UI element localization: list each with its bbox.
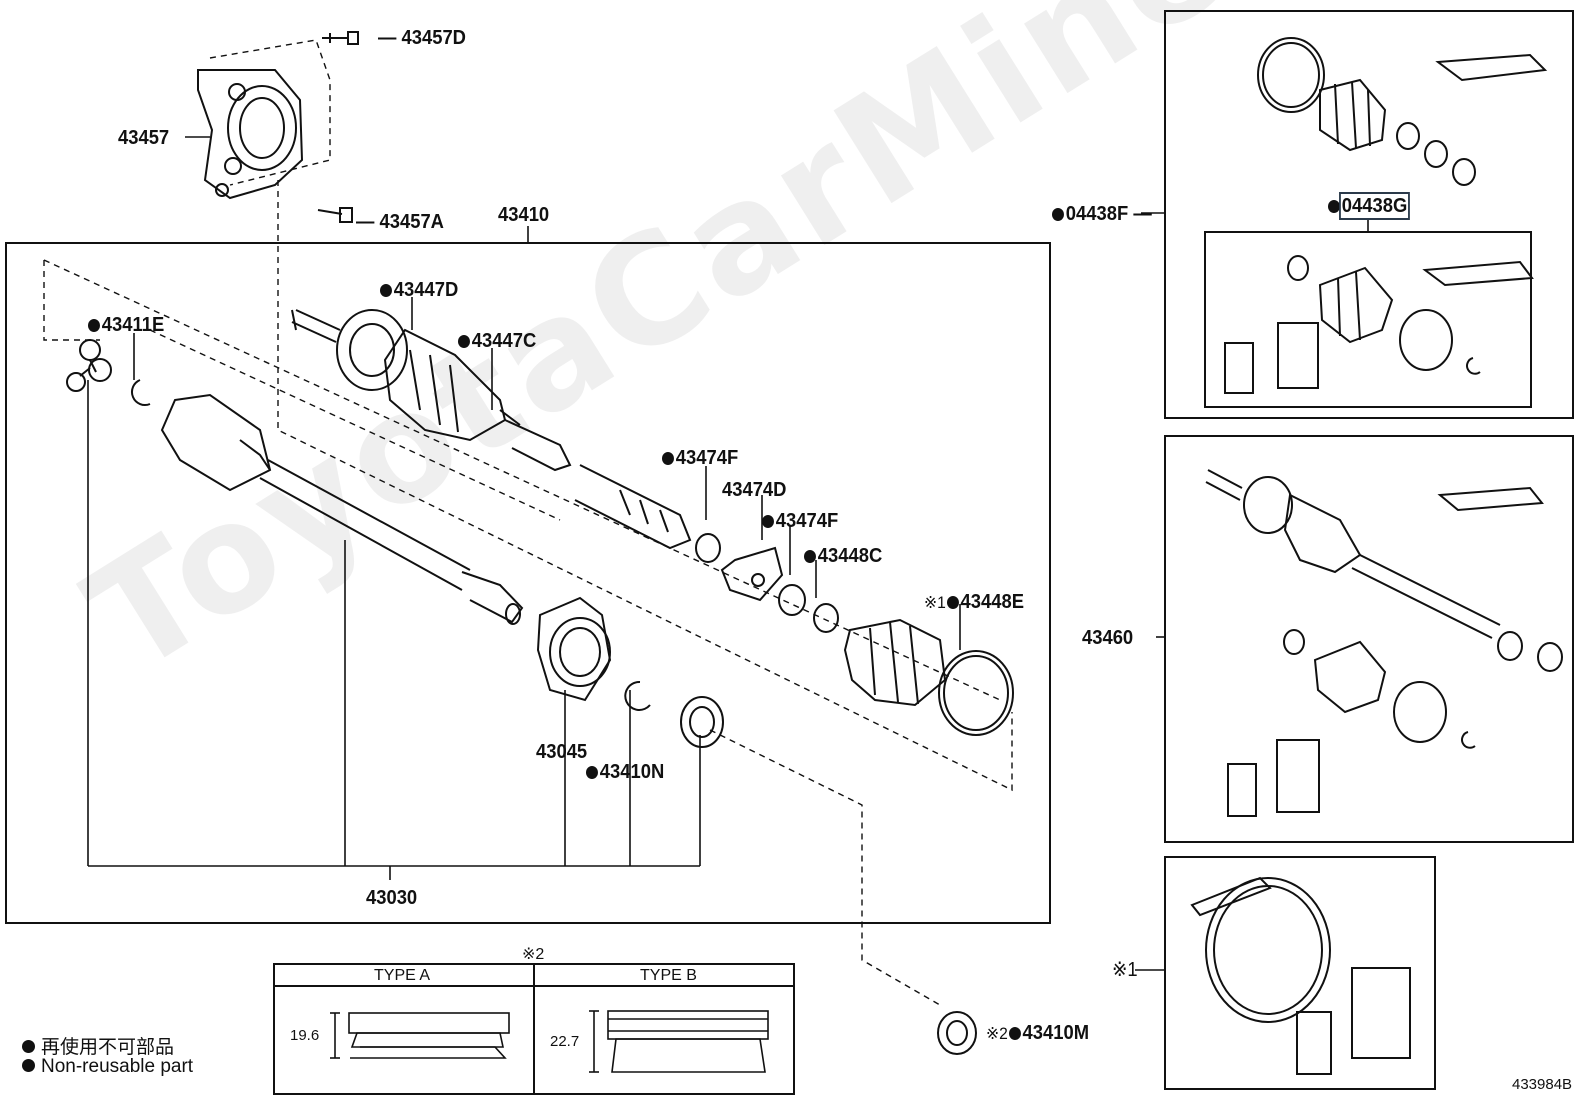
table-header-type-a: TYPE A: [374, 967, 431, 984]
non-reusable-dot-icon: [458, 335, 470, 348]
label-43474D[interactable]: 43474D: [722, 479, 787, 501]
legend-en: Non-reusable part: [22, 1056, 193, 1078]
non-reusable-dot-icon: [662, 452, 674, 465]
shaft-assembly-frame: [1164, 435, 1574, 843]
non-reusable-dot-icon: [1008, 1027, 1021, 1040]
label-43410N[interactable]: 43410N: [586, 762, 664, 782]
boot-kit-frame: [1164, 10, 1574, 419]
non-reusable-dot-icon: [380, 284, 392, 297]
non-reusable-dot-icon: [88, 319, 100, 332]
legend-dot-icon: [22, 1040, 35, 1053]
label-43457[interactable]: 43457: [118, 127, 170, 149]
table-header-type-b: TYPE B: [640, 967, 697, 984]
label-43474F-lower[interactable]: 43474F: [762, 511, 838, 531]
label-43030[interactable]: 43030: [366, 887, 418, 909]
diagram-code: 433984B: [1512, 1076, 1573, 1093]
label-43410[interactable]: 43410: [498, 204, 550, 226]
label-mark-1: ※1: [1112, 959, 1138, 981]
label-43447C[interactable]: 43447C: [458, 331, 536, 351]
label-04438F[interactable]: 04438F —: [1052, 204, 1152, 224]
non-reusable-dot-icon: [946, 596, 959, 609]
non-reusable-dot-icon: [586, 766, 598, 779]
label-43447D[interactable]: 43447D: [380, 280, 458, 300]
legend-jp: 再使用不可部品: [22, 1032, 174, 1059]
label-43460[interactable]: 43460: [1082, 627, 1134, 649]
label-43457D[interactable]: — 43457D: [378, 27, 466, 49]
dimension-type-b: 22.7: [550, 1033, 580, 1050]
dimension-type-a: 19.6: [290, 1027, 320, 1044]
label-43448C[interactable]: 43448C: [804, 546, 882, 566]
label-43045[interactable]: 43045: [536, 741, 588, 763]
legend-dot-icon: [22, 1059, 35, 1072]
label-43411E[interactable]: 43411E: [88, 315, 164, 335]
clamp-kit-frame: [1164, 856, 1436, 1090]
non-reusable-dot-icon: [1052, 208, 1064, 221]
label-43457A[interactable]: — 43457A: [356, 211, 444, 233]
label-04438G[interactable]: 04438G: [1328, 192, 1411, 220]
label-43474F-upper[interactable]: 43474F: [662, 448, 738, 468]
table-note-mark: ※2: [522, 946, 545, 963]
non-reusable-dot-icon: [762, 515, 774, 528]
non-reusable-dot-icon: [804, 550, 816, 563]
non-reusable-dot-icon: [1328, 200, 1340, 213]
